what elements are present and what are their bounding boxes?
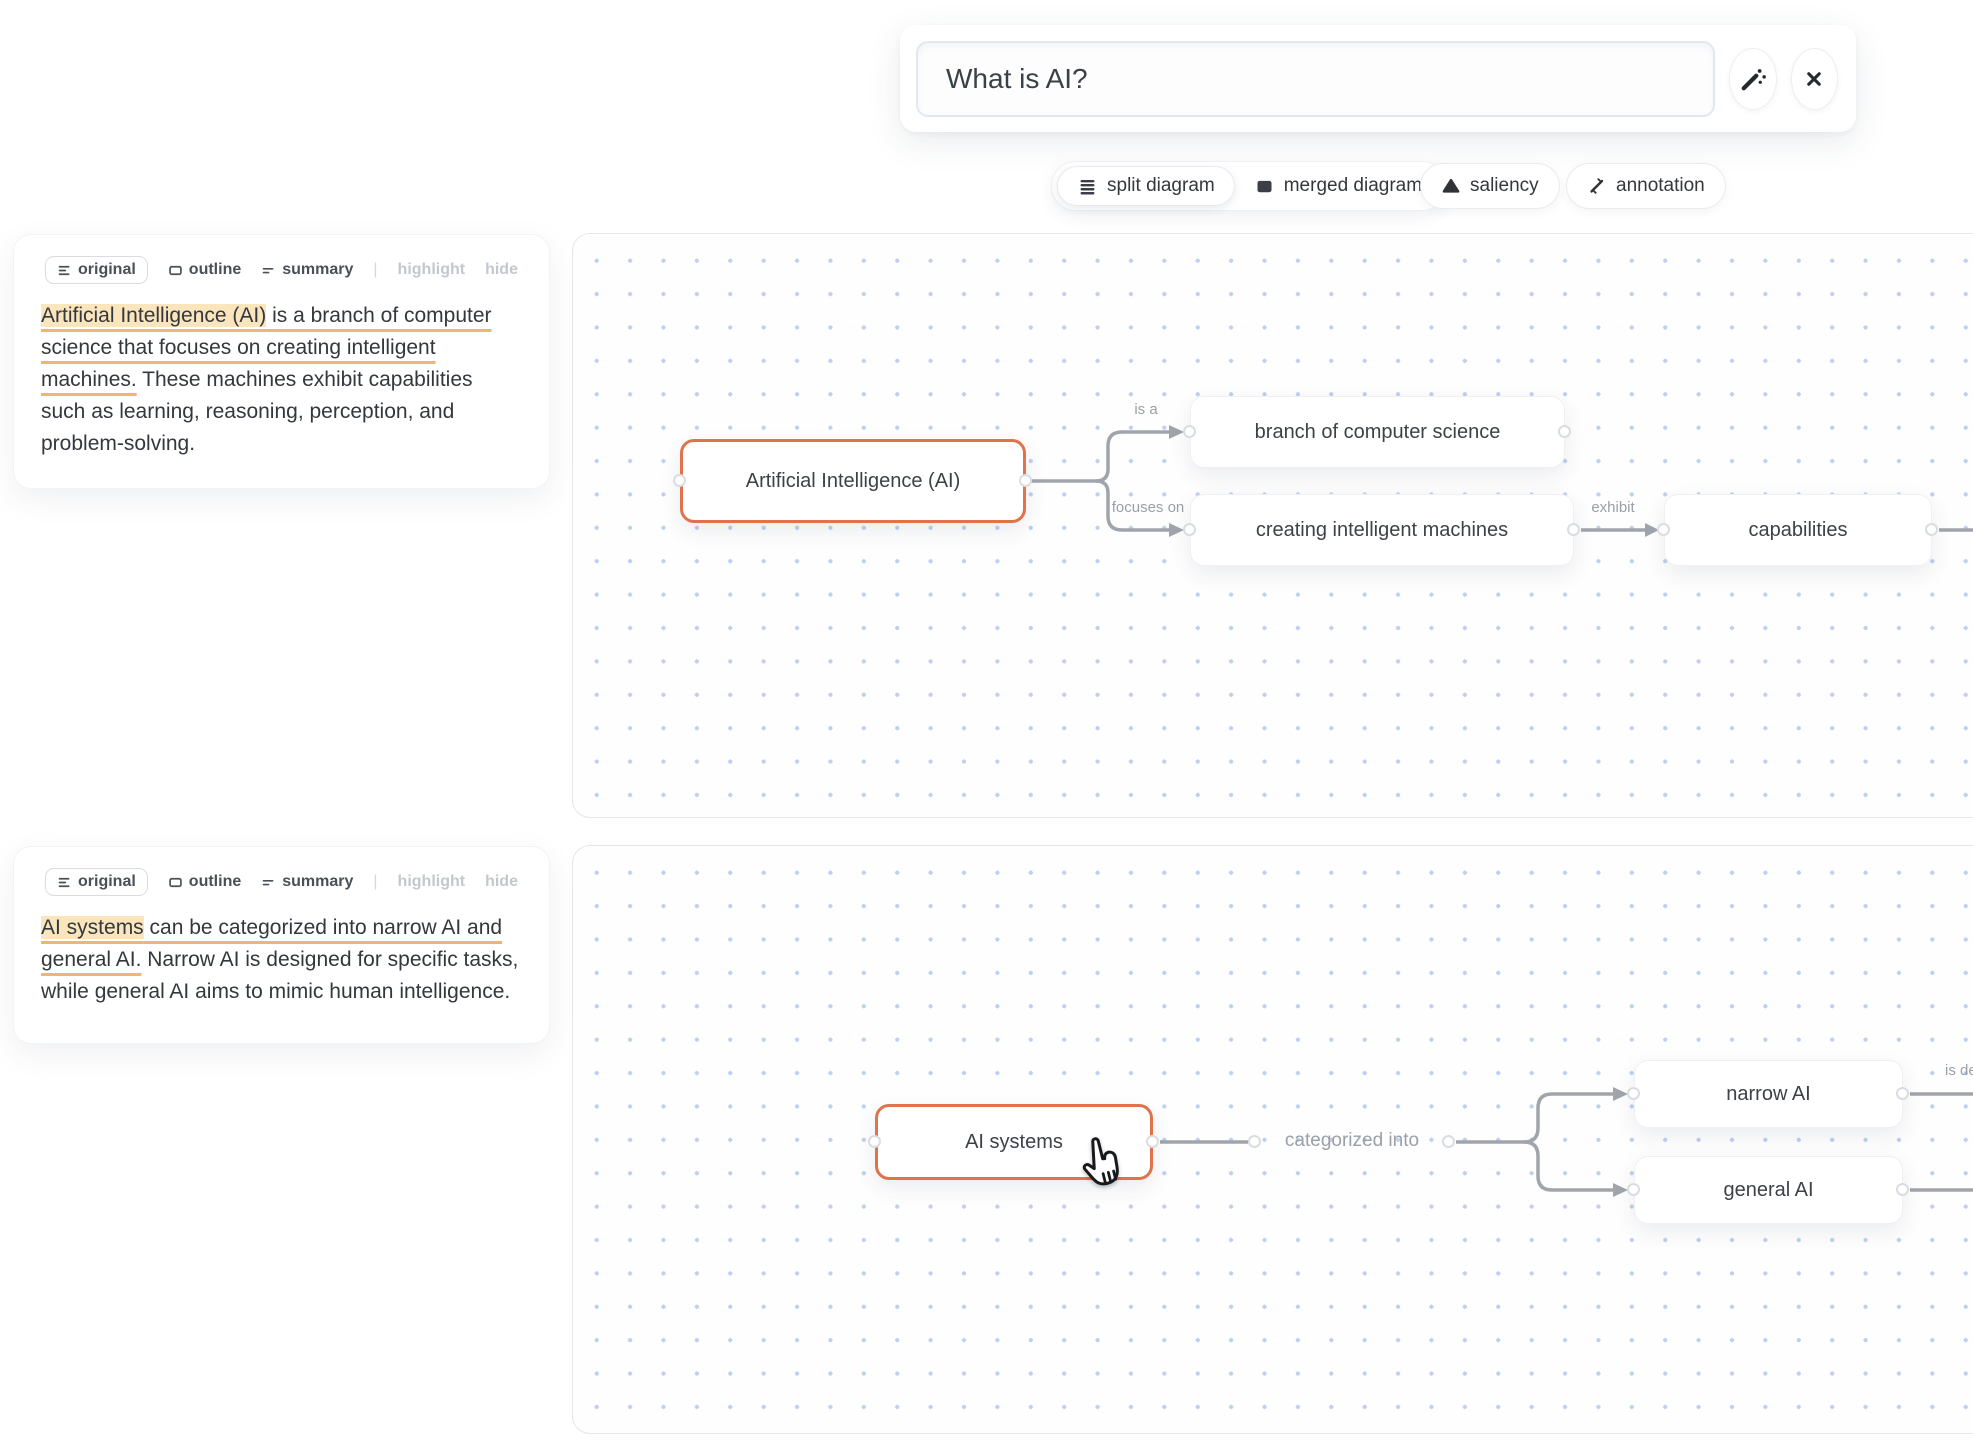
- tab-summary-label: summary: [282, 873, 354, 890]
- close-button[interactable]: [1790, 47, 1838, 110]
- diagram-canvas-2[interactable]: categorized into is de AI systems narrow…: [572, 845, 1973, 1434]
- node-label: narrow AI: [1726, 1082, 1811, 1105]
- tab-outline[interactable]: outline: [168, 261, 241, 279]
- node-handle[interactable]: [1657, 523, 1670, 536]
- edge-label-handle[interactable]: [1248, 1135, 1261, 1148]
- saliency-label: saliency: [1470, 175, 1539, 196]
- split-diagram-segment[interactable]: split diagram: [1057, 166, 1235, 206]
- outline-rect-icon: [169, 265, 182, 275]
- node-handle[interactable]: [1567, 523, 1580, 536]
- tab-separator: |: [373, 873, 378, 890]
- tab-original-label: original: [78, 873, 136, 890]
- merged-diagram-segment[interactable]: merged diagram: [1235, 166, 1441, 206]
- node-ai-systems[interactable]: AI systems: [875, 1104, 1153, 1180]
- diagram-mode-segmented-control: split diagram merged diagram: [1051, 161, 1448, 211]
- tab-hide[interactable]: hide: [485, 873, 518, 890]
- tab-original[interactable]: original: [45, 868, 148, 896]
- annotation-label: annotation: [1616, 175, 1705, 196]
- query-input[interactable]: [916, 40, 1715, 117]
- annotation-chip[interactable]: annotation: [1566, 163, 1726, 209]
- tab-hide[interactable]: hide: [485, 261, 518, 278]
- tab-outline-label: outline: [188, 873, 242, 890]
- triangle-icon: [1442, 178, 1460, 193]
- node-handle[interactable]: [1146, 1135, 1159, 1148]
- node-creating-intelligent-machines[interactable]: creating intelligent machines: [1190, 494, 1574, 566]
- source-card-1: original outline summary | highlight hid…: [13, 234, 550, 489]
- tab-original-label: original: [78, 261, 136, 278]
- card2-underlined-span: can be categorized into narrow AI and ge…: [41, 916, 503, 971]
- node-label: capabilities: [1748, 518, 1848, 541]
- node-label: general AI: [1723, 1178, 1814, 1201]
- tab-summary[interactable]: summary: [261, 873, 353, 891]
- node-narrow-ai[interactable]: narrow AI: [1634, 1060, 1903, 1128]
- node-handle[interactable]: [673, 474, 686, 487]
- diagram1-edges: [1026, 425, 1973, 537]
- close-icon: [1807, 71, 1822, 86]
- node-handle[interactable]: [1183, 523, 1196, 536]
- query-card: [900, 25, 1856, 132]
- card2-rest-span: Narrow AI is designed for specific tasks…: [41, 948, 519, 1003]
- node-capabilities[interactable]: capabilities: [1664, 494, 1932, 566]
- outline-rect-icon: [169, 877, 182, 887]
- tab-summary[interactable]: summary: [261, 261, 353, 279]
- tab-highlight[interactable]: highlight: [397, 873, 466, 890]
- node-handle[interactable]: [1627, 1087, 1640, 1100]
- card2-tab-row: original outline summary | highlight hid…: [41, 868, 522, 896]
- source-card-2: original outline summary | highlight hid…: [13, 846, 550, 1044]
- pen-slash-icon: [1590, 178, 1604, 194]
- node-handle[interactable]: [868, 1135, 881, 1148]
- tab-summary-label: summary: [282, 261, 354, 278]
- tab-highlight[interactable]: highlight: [397, 261, 466, 278]
- filled-square-icon: [1257, 180, 1272, 192]
- text-lines-icon: [58, 877, 70, 887]
- merged-diagram-label: merged diagram: [1283, 175, 1423, 196]
- node-handle[interactable]: [1925, 523, 1938, 536]
- node-branch-of-computer-science[interactable]: branch of computer science: [1190, 396, 1565, 468]
- node-handle[interactable]: [1627, 1183, 1640, 1196]
- magic-wand-icon: [1741, 68, 1766, 90]
- short-text-icon: [262, 267, 274, 273]
- short-text-icon: [262, 879, 274, 885]
- card1-text: Artificial Intelligence (AI) is a branch…: [41, 300, 522, 460]
- saliency-chip[interactable]: saliency: [1420, 163, 1560, 209]
- magic-wand-button[interactable]: [1729, 47, 1777, 110]
- node-label: AI systems: [965, 1130, 1063, 1153]
- card1-rest-span: These machines exhibit capabilities such…: [41, 368, 473, 455]
- tab-outline[interactable]: outline: [168, 873, 241, 891]
- card1-underlined-span: is a branch of computer science that foc…: [41, 304, 492, 391]
- split-diagram-label: split diagram: [1107, 175, 1215, 196]
- node-handle[interactable]: [1558, 425, 1571, 438]
- card1-tab-row: original outline summary | highlight hid…: [41, 256, 522, 284]
- node-handle[interactable]: [1896, 1087, 1909, 1100]
- node-label: creating intelligent machines: [1255, 518, 1509, 541]
- node-handle[interactable]: [1019, 474, 1032, 487]
- card2-text: AI systems can be categorized into narro…: [41, 912, 522, 1008]
- text-lines-icon: [58, 265, 70, 275]
- node-general-ai[interactable]: general AI: [1634, 1156, 1903, 1224]
- node-artificial-intelligence[interactable]: Artificial Intelligence (AI): [680, 439, 1026, 523]
- node-handle[interactable]: [1896, 1183, 1909, 1196]
- tab-separator: |: [373, 261, 378, 278]
- node-handle[interactable]: [1183, 425, 1196, 438]
- diagram2-edges: [1160, 1087, 1973, 1197]
- edge-label-handle[interactable]: [1442, 1135, 1455, 1148]
- node-label: Artificial Intelligence (AI): [745, 469, 961, 492]
- tab-outline-label: outline: [188, 261, 242, 278]
- diagram-canvas-1[interactable]: is a focuses on exhibit Artificial Intel…: [572, 233, 1973, 818]
- card2-highlighted-span: AI systems: [41, 916, 144, 939]
- tab-original[interactable]: original: [45, 256, 148, 284]
- node-label: branch of computer science: [1254, 420, 1501, 443]
- card1-highlighted-span: Artificial Intelligence (AI): [41, 304, 267, 327]
- split-lines-icon: [1080, 179, 1095, 194]
